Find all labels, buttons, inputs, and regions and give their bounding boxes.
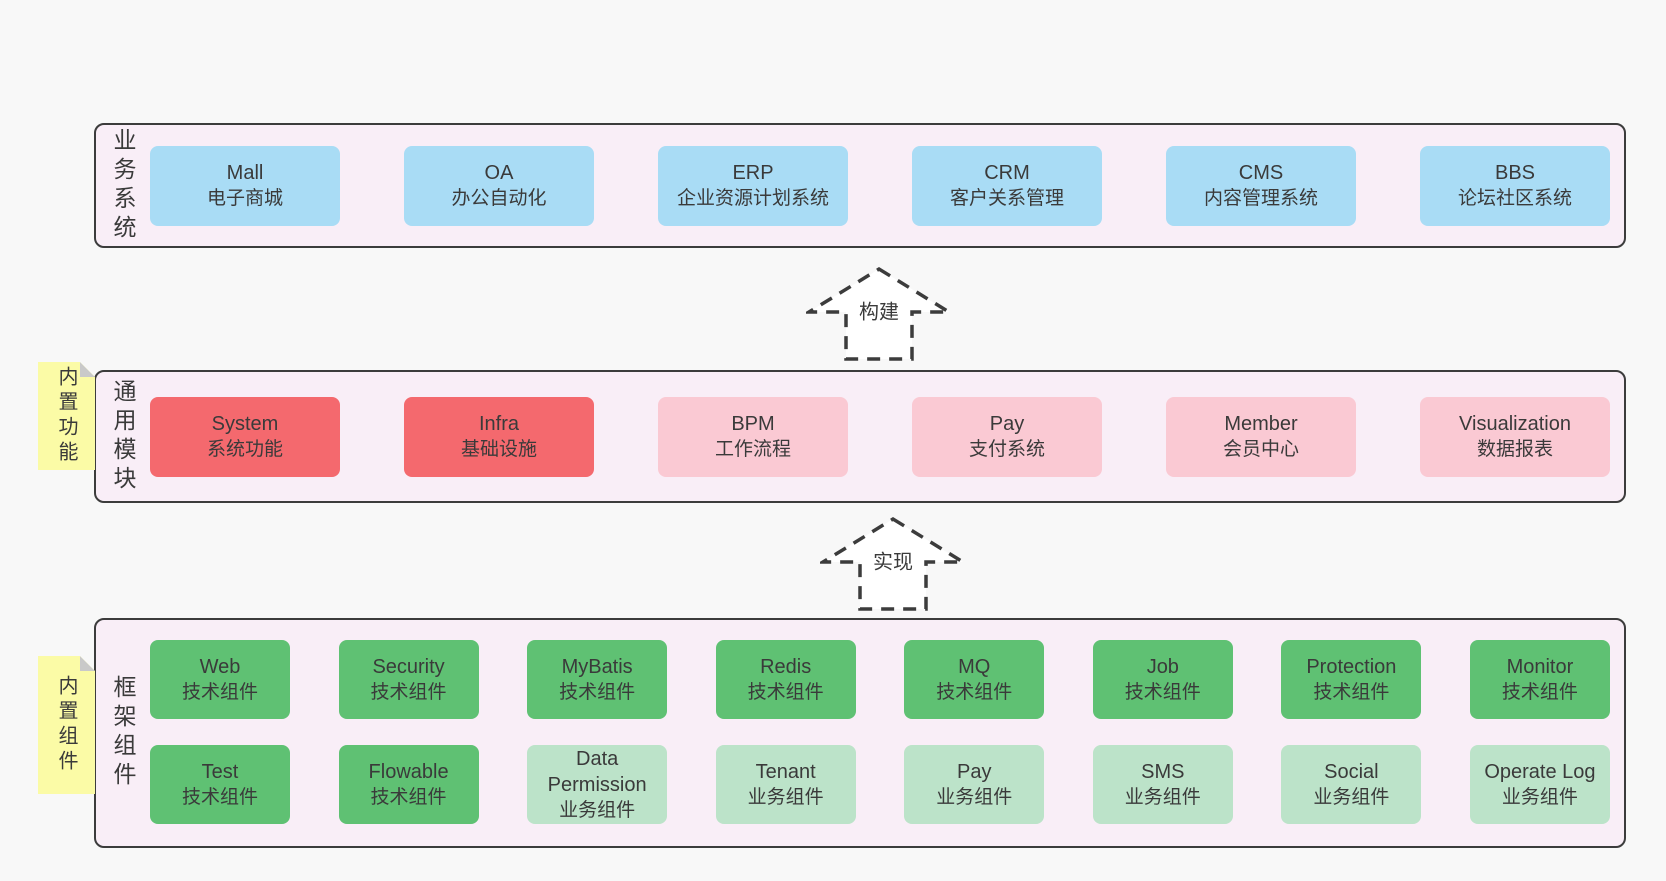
box-title: MyBatis [561, 655, 633, 678]
box-tenant: Tenant 业务组件 [715, 745, 856, 824]
panel-title-common-modules: 通用模块 [110, 378, 136, 495]
box-flowable: Flowable 技术组件 [338, 745, 479, 824]
box-title: Test [201, 760, 239, 783]
box-oa: OA 办公自动化 [404, 145, 594, 226]
box-title: CRM [984, 161, 1030, 184]
box-sms: SMS 业务组件 [1092, 745, 1233, 824]
box-mq: MQ 技术组件 [904, 640, 1045, 719]
box-title: System [211, 412, 279, 435]
box-subtitle: 内容管理系统 [1203, 188, 1318, 210]
box-subtitle: 技术组件 [1124, 682, 1201, 704]
box-title: OA [484, 161, 514, 184]
box-subtitle: 企业资源计划系统 [676, 188, 829, 210]
box-title: Tenant [755, 760, 816, 783]
box-title: Security [372, 655, 445, 678]
box-title: MQ [958, 655, 991, 678]
box-title: Job [1146, 655, 1179, 678]
sticky-note-built-in-features: 内置功能 [38, 362, 95, 470]
box-title: Pay [989, 412, 1025, 435]
box-title: Mall [226, 161, 264, 184]
box-title: Member [1224, 412, 1298, 435]
box-title: BPM [731, 412, 775, 435]
box-protection: Protection 技术组件 [1281, 640, 1422, 719]
box-subtitle: 技术组件 [1313, 682, 1390, 704]
box-bbs: BBS 论坛社区系统 [1420, 145, 1610, 226]
box-data-permission: Data Permission 业务组件 [527, 745, 668, 824]
box-title: Data Permission [547, 747, 647, 796]
box-subtitle: 业务组件 [1501, 787, 1578, 809]
box-subtitle: 论坛社区系统 [1457, 188, 1572, 210]
implement-arrow-label: 实现 [868, 543, 918, 577]
box-member: Member 会员中心 [1166, 396, 1356, 477]
box-job: Job 技术组件 [1092, 640, 1233, 719]
box-subtitle: 支付系统 [968, 439, 1045, 461]
box-title: Visualization [1459, 412, 1571, 435]
box-mall: Mall 电子商城 [150, 145, 340, 226]
framework-components-grid: Web 技术组件 Security 技术组件 MyBatis 技术组件 Redi… [150, 620, 1624, 846]
box-web: Web 技术组件 [150, 640, 290, 719]
box-subtitle: 业务组件 [1124, 787, 1201, 809]
box-title: Infra [478, 412, 520, 435]
box-subtitle: 技术组件 [181, 787, 258, 809]
business-systems-panel: 业务系统 Mall 电子商城 OA 办公自动化 ERP 企业资源计划系统 CRM… [94, 123, 1626, 248]
box-subtitle: 办公自动化 [451, 188, 547, 210]
box-title: ERP [732, 161, 774, 184]
box-subtitle: 业务组件 [936, 787, 1013, 809]
box-subtitle: 客户关系管理 [949, 188, 1064, 210]
box-subtitle: 技术组件 [559, 682, 636, 704]
box-title: Pay [957, 760, 992, 783]
box-monitor: Monitor 技术组件 [1469, 640, 1610, 719]
box-subtitle: 数据报表 [1476, 439, 1553, 461]
box-title: Protection [1306, 655, 1397, 678]
sticky-note-built-in-components: 内置组件 [38, 656, 95, 794]
box-subtitle: 技术组件 [370, 682, 447, 704]
box-title: CMS [1238, 161, 1284, 184]
box-subtitle: 技术组件 [181, 682, 258, 704]
box-bpm: BPM 工作流程 [658, 396, 848, 477]
box-subtitle: 业务组件 [559, 800, 636, 822]
box-title: Monitor [1506, 655, 1574, 678]
build-arrow-label: 构建 [854, 293, 904, 327]
box-test: Test 技术组件 [150, 745, 290, 824]
panel-title-framework-components: 框架组件 [110, 675, 136, 791]
box-subtitle: 业务组件 [1313, 787, 1390, 809]
box-visualization: Visualization 数据报表 [1420, 396, 1610, 477]
business-systems-boxes: Mall 电子商城 OA 办公自动化 ERP 企业资源计划系统 CRM 客户关系… [150, 125, 1624, 246]
technical-components-row: Web 技术组件 Security 技术组件 MyBatis 技术组件 Redi… [150, 640, 1610, 719]
box-security: Security 技术组件 [338, 640, 479, 719]
box-infra: Infra 基础设施 [404, 396, 594, 477]
common-modules-panel: 通用模块 System 系统功能 Infra 基础设施 BPM 工作流程 Pay… [94, 370, 1626, 503]
framework-components-panel: 框架组件 Web 技术组件 Security 技术组件 MyBatis 技术组件… [94, 618, 1626, 848]
box-pay: Pay 支付系统 [912, 396, 1102, 477]
box-mybatis: MyBatis 技术组件 [527, 640, 668, 719]
box-title: SMS [1141, 760, 1185, 783]
box-subtitle: 系统功能 [206, 439, 283, 461]
box-subtitle: 技术组件 [747, 682, 824, 704]
box-erp: ERP 企业资源计划系统 [658, 145, 848, 226]
panel-title-business-systems: 业务系统 [110, 127, 136, 244]
box-subtitle: 会员中心 [1222, 439, 1299, 461]
box-subtitle: 电子商城 [206, 188, 283, 210]
box-title: BBS [1494, 161, 1536, 184]
box-crm: CRM 客户关系管理 [912, 145, 1102, 226]
box-subtitle: 技术组件 [936, 682, 1013, 704]
common-modules-boxes: System 系统功能 Infra 基础设施 BPM 工作流程 Pay 支付系统… [150, 372, 1624, 501]
box-title: Social [1324, 760, 1379, 783]
box-title: Operate Log [1484, 760, 1596, 783]
box-title: Flowable [368, 760, 449, 783]
box-title: Redis [760, 655, 812, 678]
box-subtitle: 工作流程 [714, 439, 791, 461]
box-subtitle: 业务组件 [747, 787, 824, 809]
business-components-row: Test 技术组件 Flowable 技术组件 Data Permission … [150, 745, 1610, 824]
box-system: System 系统功能 [150, 396, 340, 477]
box-title: Web [199, 655, 241, 678]
box-redis: Redis 技术组件 [715, 640, 856, 719]
box-pay-component: Pay 业务组件 [904, 745, 1045, 824]
box-subtitle: 技术组件 [1501, 682, 1578, 704]
box-social: Social 业务组件 [1281, 745, 1422, 824]
box-subtitle: 基础设施 [460, 439, 537, 461]
box-operate-log: Operate Log 业务组件 [1469, 745, 1610, 824]
box-cms: CMS 内容管理系统 [1166, 145, 1356, 226]
box-subtitle: 技术组件 [370, 787, 447, 809]
